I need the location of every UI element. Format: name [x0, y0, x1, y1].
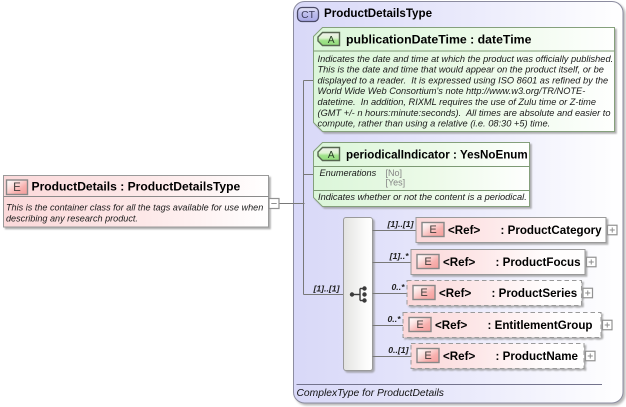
svg-text:0..*: 0..* [391, 282, 405, 292]
svg-text:compute, rather than using a r: compute, rather than using a relative (i… [318, 119, 551, 129]
svg-text:: EntitlementGroup: : EntitlementGroup [488, 319, 593, 332]
svg-text:A: A [328, 150, 335, 161]
svg-text:[1]..[1]: [1]..[1] [312, 284, 340, 294]
svg-text:Indicates whether or not the c: Indicates whether or not the content is … [318, 192, 527, 202]
svg-text:This is the container class fo: This is the container class for all the … [6, 202, 263, 212]
svg-text:CT: CT [301, 10, 316, 21]
svg-text:ProductDetails : ProductDetail: ProductDetails : ProductDetailsType [32, 180, 241, 194]
svg-text:E: E [424, 256, 431, 268]
svg-text:<Ref>: <Ref> [443, 350, 475, 363]
svg-text:Enumerations: Enumerations [320, 168, 377, 178]
svg-text:World Wide Web Consortium's no: World Wide Web Consortium's note http://… [318, 86, 586, 96]
svg-text:<Ref>: <Ref> [448, 224, 480, 237]
svg-text:displayed to a reader. It is: displayed to a reader. It is expressed u… [318, 75, 609, 85]
svg-text:<Ref>: <Ref> [443, 256, 475, 269]
svg-text:ComplexType for ProductDetails: ComplexType for ProductDetails [297, 388, 444, 399]
svg-text:0..*: 0..* [387, 314, 401, 324]
svg-text:ProductDetailsType: ProductDetailsType [324, 7, 433, 20]
svg-text:[No]: [No] [386, 168, 403, 178]
svg-text:: ProductName: : ProductName [496, 350, 579, 363]
svg-text:periodicalIndicator : YesNoEnu: periodicalIndicator : YesNoEnum [346, 149, 528, 162]
svg-text:Indicates the date and time at: Indicates the date and time at which the… [318, 54, 614, 64]
svg-text:E: E [424, 350, 431, 362]
svg-text:datetime. In addition, RIXML: datetime. In addition, RIXML requires th… [318, 97, 596, 107]
svg-text:A: A [328, 35, 335, 46]
svg-text:E: E [13, 182, 21, 194]
svg-text:E: E [420, 287, 427, 299]
svg-text:This is the date and time that: This is the date and time that would app… [318, 65, 604, 75]
svg-text:: ProductFocus: : ProductFocus [496, 256, 581, 269]
svg-text:(GMT +/- n hours:minute:second: (GMT +/- n hours:minute:seconds). All ti… [318, 108, 611, 118]
svg-text:[1]..[1]: [1]..[1] [386, 219, 414, 229]
svg-text:[1]..*: [1]..* [389, 251, 409, 261]
svg-text:publicationDateTime : dateTime: publicationDateTime : dateTime [346, 33, 532, 47]
svg-text:[Yes]: [Yes] [386, 178, 406, 188]
svg-text:<Ref>: <Ref> [439, 287, 471, 300]
svg-text:E: E [416, 319, 423, 331]
svg-text:E: E [429, 224, 436, 236]
svg-text:: ProductCategory: : ProductCategory [501, 224, 603, 237]
svg-text:: ProductSeries: : ProductSeries [492, 287, 578, 300]
svg-text:0..[1]: 0..[1] [388, 345, 409, 355]
svg-text:<Ref>: <Ref> [435, 319, 467, 332]
svg-text:describing any research produc: describing any research product. [6, 214, 138, 224]
